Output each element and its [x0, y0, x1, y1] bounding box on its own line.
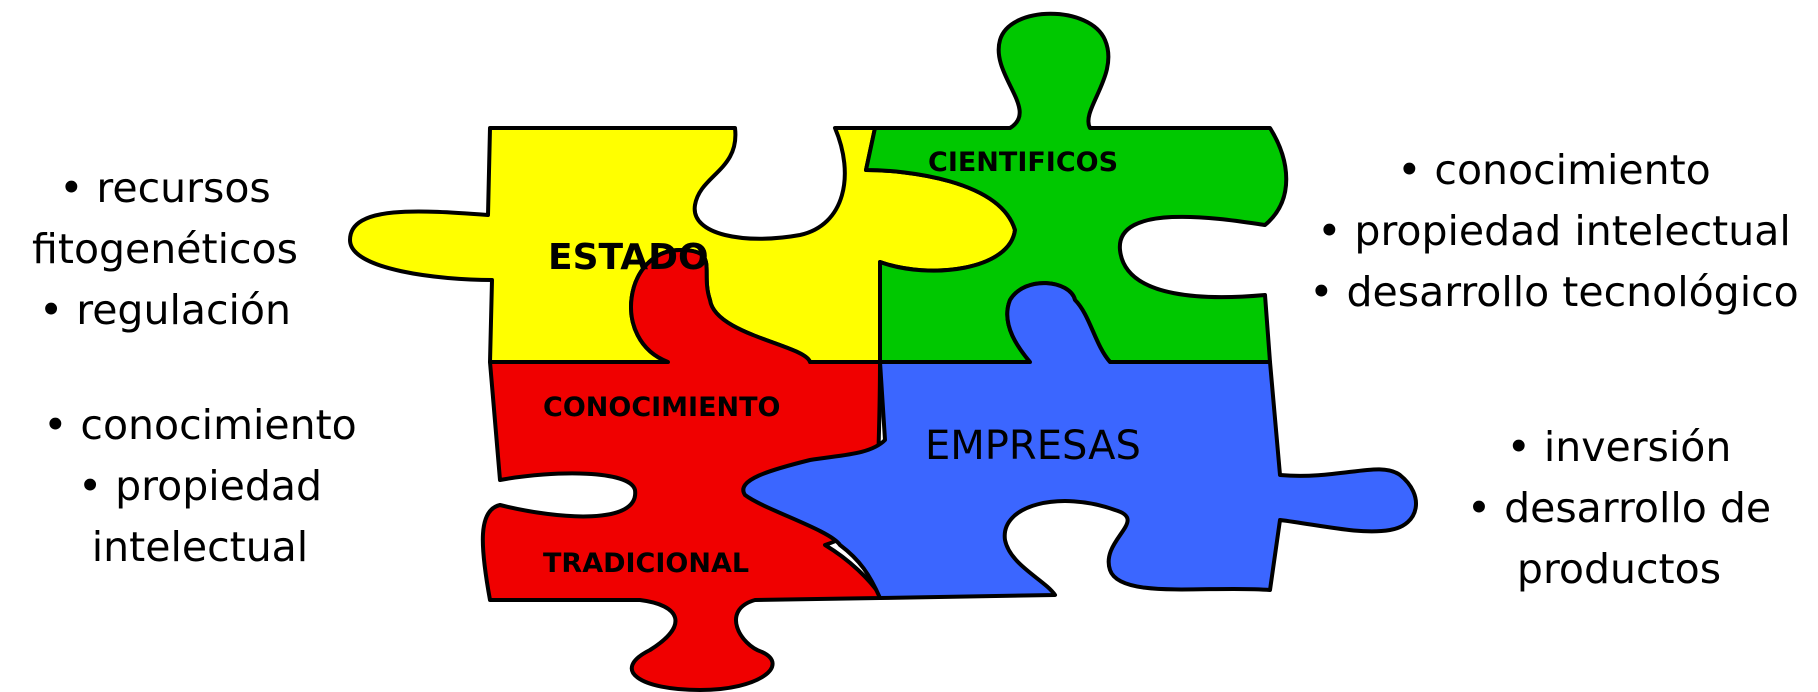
annotation-left-bottom: • conocimiento • propiedad intelectual	[20, 395, 380, 578]
annotation-line: • propiedad intelectual	[1317, 207, 1791, 255]
annotation-line: • desarrollo tecnológico	[1309, 268, 1799, 316]
piece-label-estado: ESTADO	[548, 237, 709, 278]
piece-label-empresas: EMPRESAS	[925, 423, 1141, 469]
annotation-line: intelectual	[91, 523, 309, 571]
piece-empresas	[741, 281, 1418, 600]
annotation-line: • regulación	[39, 286, 291, 334]
annotation-right-top: • conocimiento • propiedad intelectual •…	[1290, 140, 1818, 323]
piece-conocimiento	[480, 248, 882, 692]
annotation-left-top: • recursos fitogenéticos • regulación	[0, 158, 330, 341]
annotation-line: • desarrollo de	[1466, 484, 1772, 532]
annotation-line: • inversión	[1506, 423, 1732, 471]
piece-label-cientificos: CIENTIFICOS	[928, 147, 1119, 178]
annotation-line: fitogenéticos	[32, 225, 298, 273]
piece-label-tradicional: TRADICIONAL	[543, 548, 750, 579]
annotation-right-bottom: • inversión • desarrollo de productos	[1420, 417, 1818, 600]
annotation-line: • propiedad	[77, 462, 323, 510]
piece-label-conocimiento: CONOCIMIENTO	[543, 392, 781, 423]
annotation-line: • conocimiento	[1397, 146, 1711, 194]
piece-cientificos	[864, 11, 1289, 364]
annotation-line: productos	[1516, 545, 1722, 593]
annotation-line: • conocimiento	[43, 401, 357, 449]
annotation-line: • recursos	[59, 164, 271, 212]
